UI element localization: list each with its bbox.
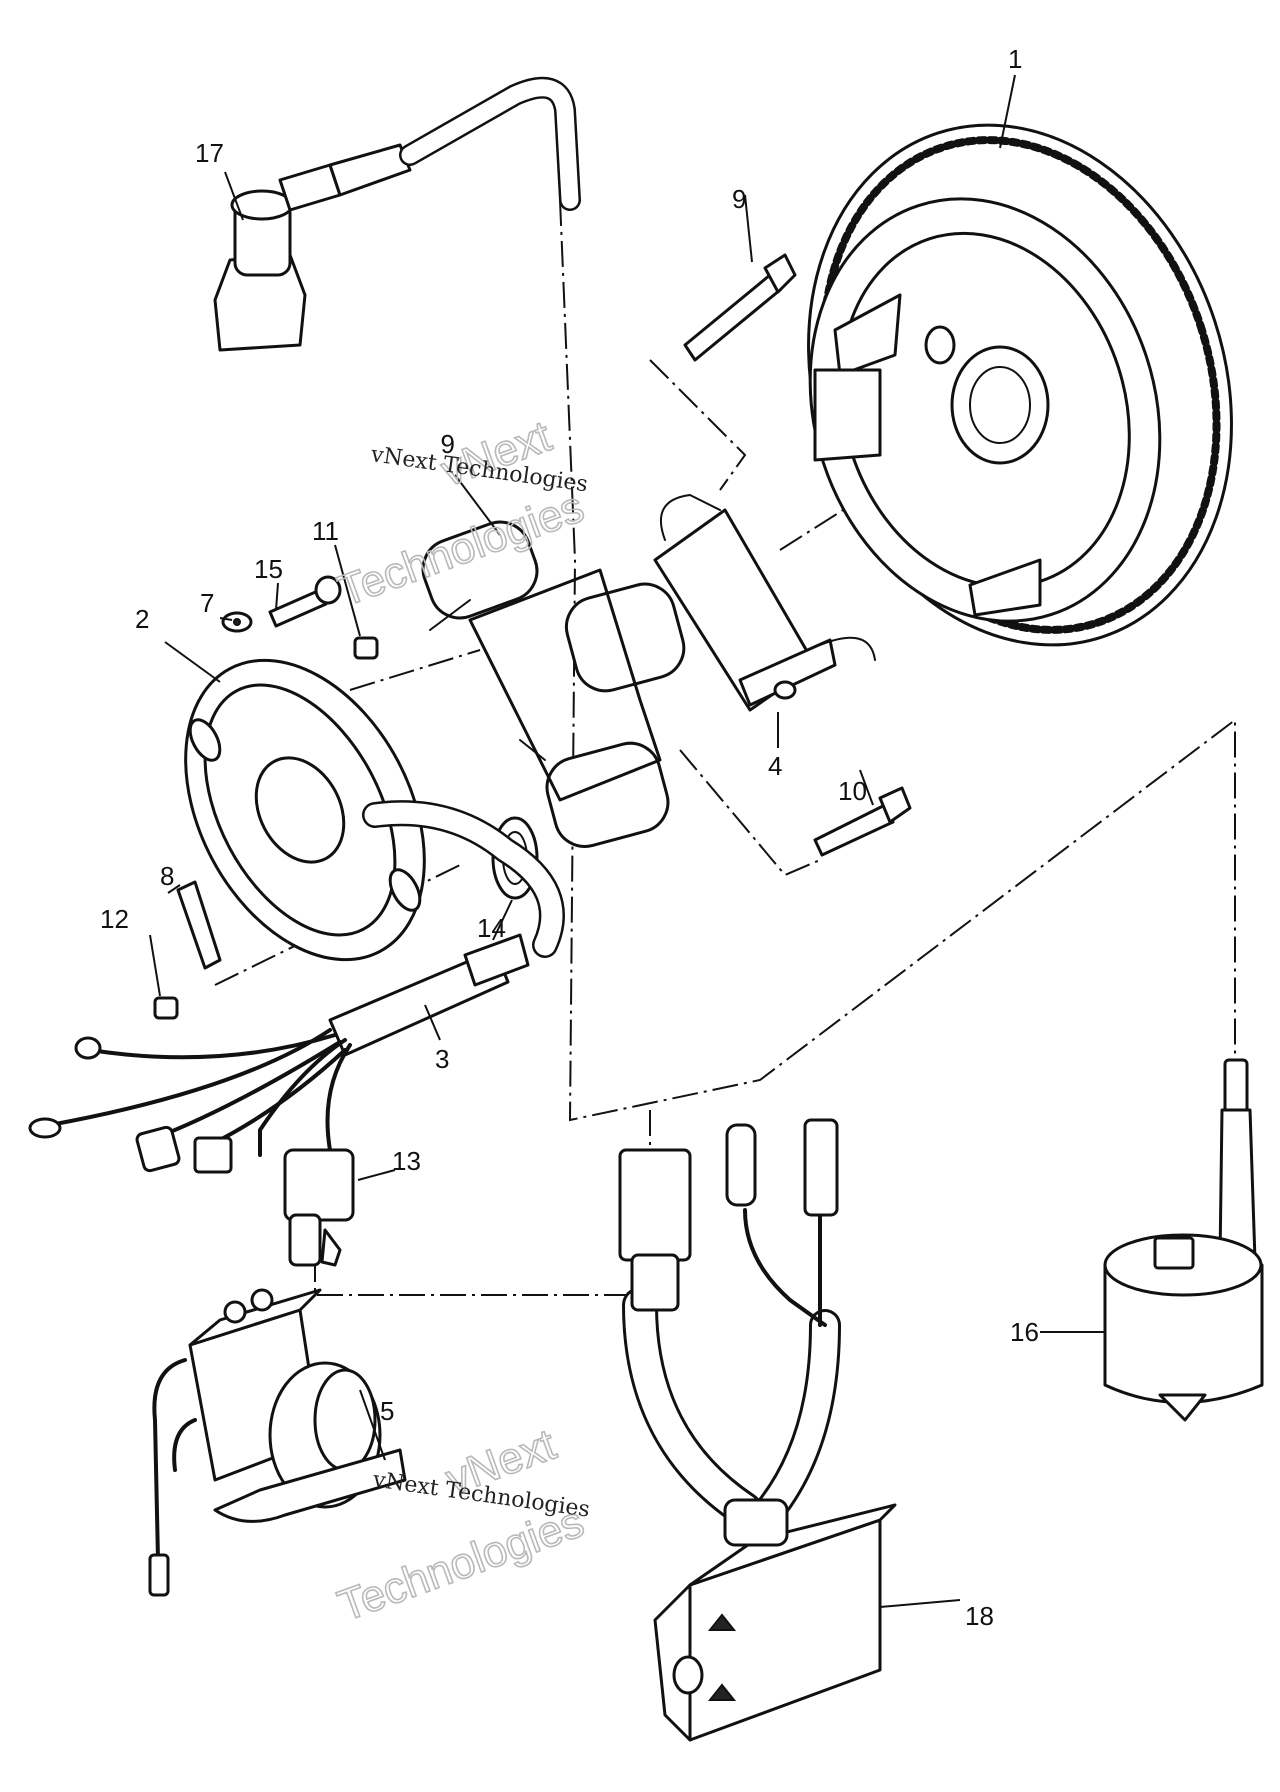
clamp-8 bbox=[176, 880, 222, 970]
bolt-9 bbox=[683, 253, 797, 362]
screw-11 bbox=[353, 636, 379, 660]
callout-1: 1 bbox=[1008, 44, 1022, 74]
pulser-coil bbox=[653, 493, 876, 712]
stator-coils bbox=[421, 520, 686, 848]
callout-labels: 1 2 3 4 5 6 7 8 9 10 11 12 13 14 15 16 1… bbox=[100, 44, 1039, 1631]
callout-8: 8 bbox=[160, 861, 174, 891]
callout-13: 13 bbox=[392, 1146, 421, 1176]
screw-15 bbox=[268, 575, 342, 628]
callout-3: 3 bbox=[435, 1044, 449, 1074]
spark-plug-cap bbox=[213, 76, 581, 352]
callout-4: 4 bbox=[768, 751, 782, 781]
callout-2: 2 bbox=[135, 604, 149, 634]
callout-18: 18 bbox=[965, 1601, 994, 1631]
callout-10: 10 bbox=[838, 776, 867, 806]
wire-harness bbox=[28, 933, 530, 1174]
bolt-10 bbox=[813, 786, 912, 857]
washer-7 bbox=[221, 611, 253, 633]
leader-lines bbox=[149, 74, 1105, 1608]
cdi-module bbox=[618, 1118, 897, 1742]
ignition-coil bbox=[1103, 1058, 1264, 1422]
callout-9: 9 bbox=[732, 184, 746, 214]
callout-17: 17 bbox=[195, 138, 224, 168]
stator-plate bbox=[184, 658, 426, 962]
callout-14: 14 bbox=[477, 913, 506, 943]
flywheel bbox=[807, 123, 1233, 647]
connector-13 bbox=[283, 1148, 355, 1267]
screw-12 bbox=[153, 996, 179, 1020]
callout-5: 5 bbox=[380, 1396, 394, 1426]
callout-15: 15 bbox=[254, 554, 283, 584]
callout-16: 16 bbox=[1010, 1317, 1039, 1347]
callout-7: 7 bbox=[200, 588, 214, 618]
callout-12: 12 bbox=[100, 904, 129, 934]
callout-11: 11 bbox=[312, 516, 339, 546]
starter-solenoid bbox=[148, 1288, 407, 1597]
callout-6: 6 bbox=[441, 429, 455, 459]
